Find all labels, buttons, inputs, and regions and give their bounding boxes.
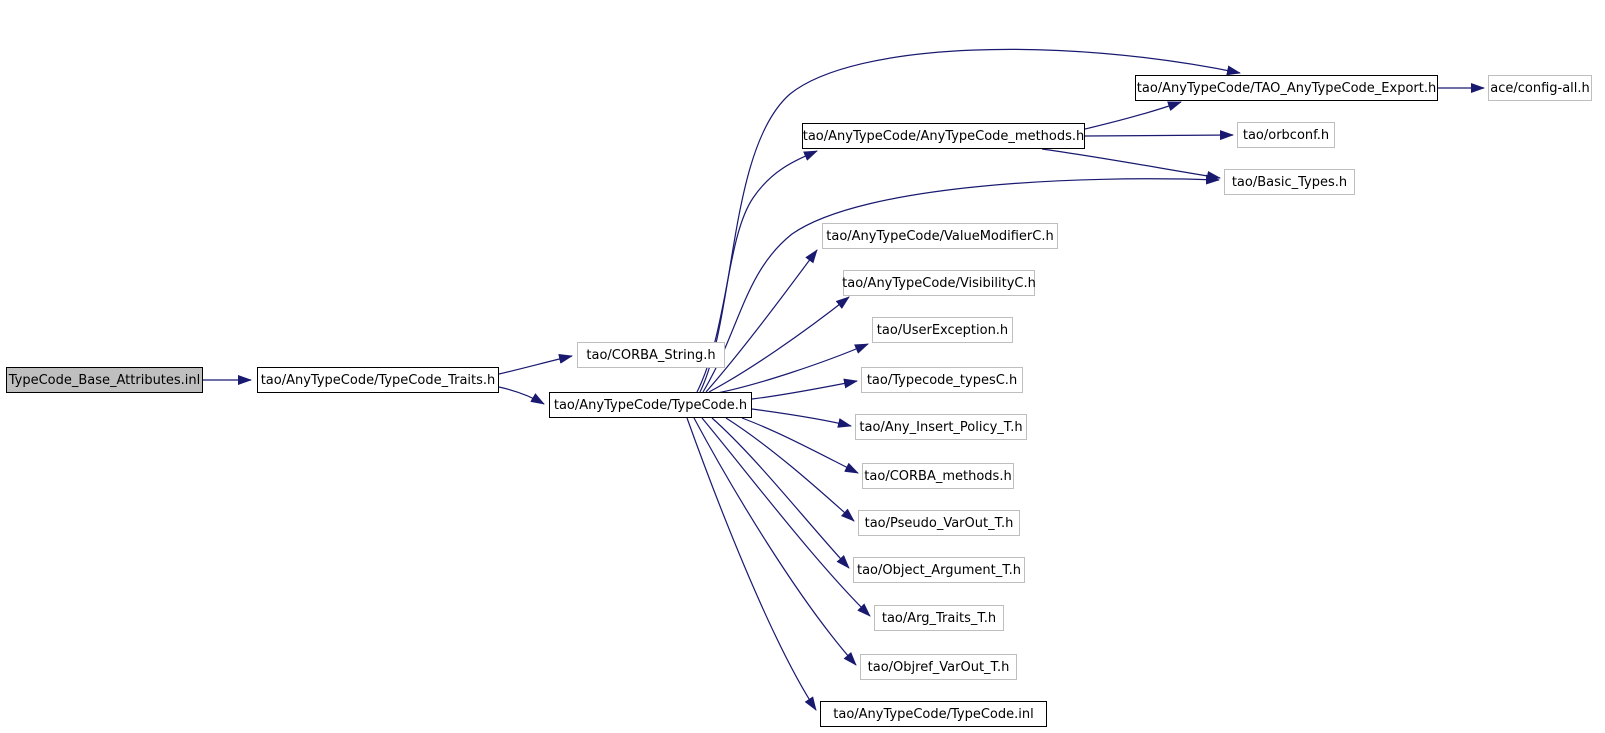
node-label: tao/orbconf.h (1242, 127, 1330, 143)
node-label: tao/Pseudo_VarOut_T.h (864, 515, 1014, 531)
node-label: tao/AnyTypeCode/TAO_AnyTypeCode_Export.h (1136, 80, 1437, 96)
node-corba-string[interactable]: tao/CORBA_String.h (577, 342, 725, 368)
node-label: tao/CORBA_String.h (586, 347, 716, 363)
edge-typecode-traits-typecode-h (498, 386, 545, 405)
node-label: ace/config-all.h (1490, 80, 1590, 96)
node-objref-varout[interactable]: tao/Objref_VarOut_T.h (860, 654, 1017, 680)
node-root[interactable]: TypeCode_Base_Attributes.inl (6, 367, 203, 393)
node-label: tao/Typecode_typesC.h (866, 372, 1018, 388)
node-arg-traits[interactable]: tao/Arg_Traits_T.h (874, 605, 1004, 631)
node-typecode-typesc[interactable]: tao/Typecode_typesC.h (861, 367, 1023, 393)
edge-typecode-h-typecode-typesc (751, 378, 858, 400)
node-label: tao/Basic_Types.h (1231, 174, 1348, 190)
edge-typecode-h-arg-traits (701, 417, 871, 617)
node-typecode-h[interactable]: tao/AnyTypeCode/TypeCode.h (549, 392, 752, 418)
node-label: tao/Any_Insert_Policy_T.h (859, 419, 1023, 435)
node-valuemodifierc[interactable]: tao/AnyTypeCode/ValueModifierC.h (822, 223, 1058, 249)
node-pseudo-varout[interactable]: tao/Pseudo_VarOut_T.h (858, 510, 1020, 536)
node-label: tao/AnyTypeCode/ValueModifierC.h (826, 228, 1054, 244)
node-label: tao/Arg_Traits_T.h (881, 610, 997, 626)
node-ace-config-all[interactable]: ace/config-all.h (1488, 75, 1592, 101)
node-label: tao/Object_Argument_T.h (856, 562, 1021, 578)
edge-typecode-h-pseudo-varout (725, 417, 855, 522)
node-object-argument[interactable]: tao/Object_Argument_T.h (853, 557, 1025, 583)
edge-typecode-h-valuemodifierc (705, 249, 818, 393)
edge-anytypecode-methods-orbconf (1084, 130, 1234, 141)
edge-typecode-h-userexception (711, 343, 869, 395)
node-tao-anytypecode-export[interactable]: tao/AnyTypeCode/TAO_AnyTypeCode_Export.h (1135, 75, 1438, 101)
edge-typecode-h-object-argument (711, 417, 850, 569)
node-label: tao/AnyTypeCode/TypeCode_Traits.h (260, 372, 496, 388)
edge-anytypecode-methods-basic-types (1041, 148, 1221, 181)
edge-typecode-h-anytypecode-methods (696, 150, 818, 393)
edge-typecode-h-visibilityc (708, 296, 850, 393)
node-label: TypeCode_Base_Attributes.inl (8, 372, 201, 388)
edge-typecode-h-any-insert-policy (751, 408, 852, 428)
edge-typecode-h-typecode-inl (686, 417, 817, 711)
node-label: tao/UserException.h (876, 322, 1009, 338)
node-typecode-inl[interactable]: tao/AnyTypeCode/TypeCode.inl (820, 701, 1047, 727)
edge-typecode-traits-corba-string (498, 354, 573, 375)
node-label: tao/AnyTypeCode/TypeCode.inl (833, 706, 1034, 722)
node-typecode-traits[interactable]: tao/AnyTypeCode/TypeCode_Traits.h (257, 367, 499, 393)
node-label: tao/AnyTypeCode/AnyTypeCode_methods.h (802, 128, 1085, 144)
node-corba-methods[interactable]: tao/CORBA_methods.h (862, 463, 1014, 489)
node-label: tao/CORBA_methods.h (864, 468, 1012, 484)
edge-typecode-h-corba-methods (741, 417, 859, 474)
node-basic-types[interactable]: tao/Basic_Types.h (1224, 169, 1355, 195)
node-label: tao/Objref_VarOut_T.h (867, 659, 1010, 675)
node-anytypecode-methods[interactable]: tao/AnyTypeCode/AnyTypeCode_methods.h (802, 123, 1085, 149)
node-label: tao/AnyTypeCode/VisibilityC.h (842, 275, 1036, 291)
node-orbconf[interactable]: tao/orbconf.h (1237, 122, 1335, 148)
node-userexception[interactable]: tao/UserException.h (872, 317, 1013, 343)
edge-typecode-h-objref-varout (693, 417, 857, 666)
node-any-insert-policy[interactable]: tao/Any_Insert_Policy_T.h (855, 414, 1027, 440)
edge-typecode-h-tao-anytypecode-export (699, 48, 1241, 393)
node-label: tao/AnyTypeCode/TypeCode.h (553, 397, 748, 413)
node-visibilityc[interactable]: tao/AnyTypeCode/VisibilityC.h (842, 270, 1036, 296)
edge-typecode-h-basic-types (702, 174, 1220, 393)
edge-anytypecode-methods-tao-anytypecode-export (1084, 101, 1182, 130)
